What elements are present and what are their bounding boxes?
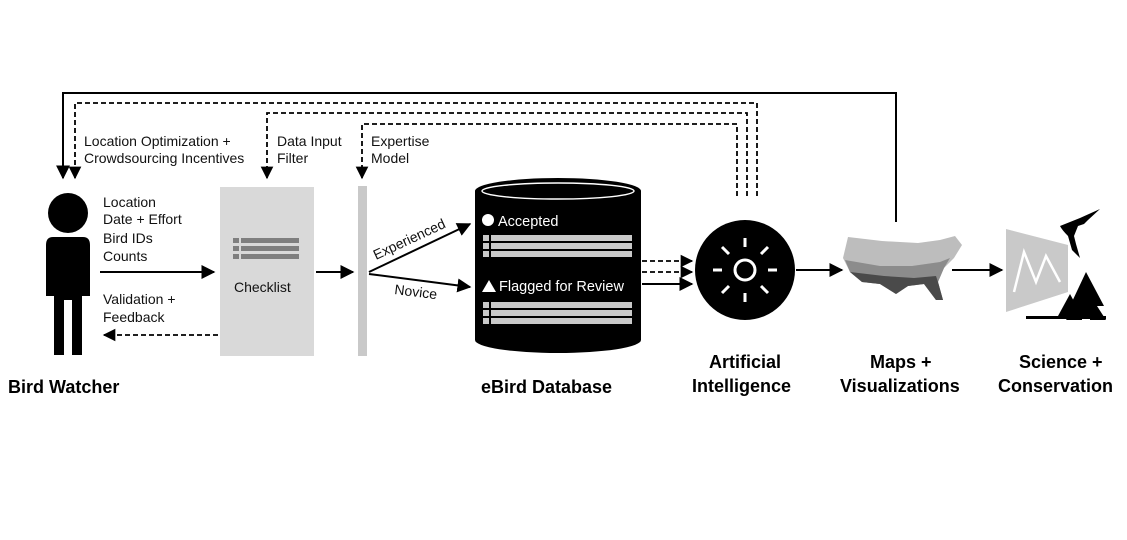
person-icon bbox=[46, 193, 90, 355]
loop-label-expertise-2: Model bbox=[371, 150, 409, 166]
maps-title-line1: Maps + bbox=[870, 352, 932, 372]
expertise-filter-bar bbox=[358, 186, 367, 356]
bird-icon bbox=[1060, 209, 1100, 258]
ai-title-line2: Intelligence bbox=[692, 376, 791, 396]
input-line-location: Location bbox=[103, 194, 156, 210]
science-title-line1: Science + bbox=[1019, 352, 1103, 372]
feedback-loop-location bbox=[56, 92, 897, 222]
arrow-novice bbox=[368, 273, 472, 293]
accepted-label: Accepted bbox=[498, 214, 558, 230]
loop-label-location-1: Location Optimization + bbox=[84, 133, 231, 149]
sun-icon bbox=[713, 238, 777, 302]
flagged-records bbox=[483, 302, 632, 324]
arrow-experienced bbox=[368, 223, 472, 273]
bird-watcher-title: Bird Watcher bbox=[8, 377, 119, 397]
checklist-panel bbox=[220, 187, 314, 356]
input-line-bird-ids: Bird IDs bbox=[103, 230, 153, 246]
line-chart-icon bbox=[1006, 229, 1068, 312]
accepted-records bbox=[483, 235, 632, 257]
feedback-loop-expertise bbox=[355, 123, 738, 196]
ai-circle bbox=[695, 220, 795, 320]
feedback-line-1: Validation + bbox=[103, 291, 176, 307]
checklist-icon bbox=[233, 238, 299, 259]
loop-label-expertise-1: Expertise bbox=[371, 133, 430, 149]
feedback-line-2: Feedback bbox=[103, 309, 165, 325]
flagged-label: Flagged for Review bbox=[499, 279, 624, 295]
feedback-loop-data-filter bbox=[260, 112, 748, 196]
loop-label-location-2: Crowdsourcing Incentives bbox=[84, 150, 244, 166]
flagged-triangle-icon bbox=[482, 280, 496, 292]
database-title: eBird Database bbox=[481, 377, 612, 397]
input-line-counts: Counts bbox=[103, 248, 147, 264]
accepted-dot-icon bbox=[482, 214, 494, 226]
maps-title-line2: Visualizations bbox=[840, 376, 960, 396]
usa-map-icon bbox=[843, 236, 962, 300]
database-cylinder bbox=[475, 178, 641, 353]
trees-icon bbox=[1026, 272, 1106, 320]
branch-novice-label: Novice bbox=[394, 281, 439, 302]
loop-label-filter-1: Data Input bbox=[277, 133, 342, 149]
loop-label-filter-2: Filter bbox=[277, 150, 308, 166]
feedback-loop-location-dashed bbox=[68, 102, 758, 196]
ai-title-line1: Artificial bbox=[709, 352, 781, 372]
science-title-line2: Conservation bbox=[998, 376, 1113, 396]
input-line-date-effort: Date + Effort bbox=[103, 211, 182, 227]
checklist-label: Checklist bbox=[234, 279, 291, 295]
